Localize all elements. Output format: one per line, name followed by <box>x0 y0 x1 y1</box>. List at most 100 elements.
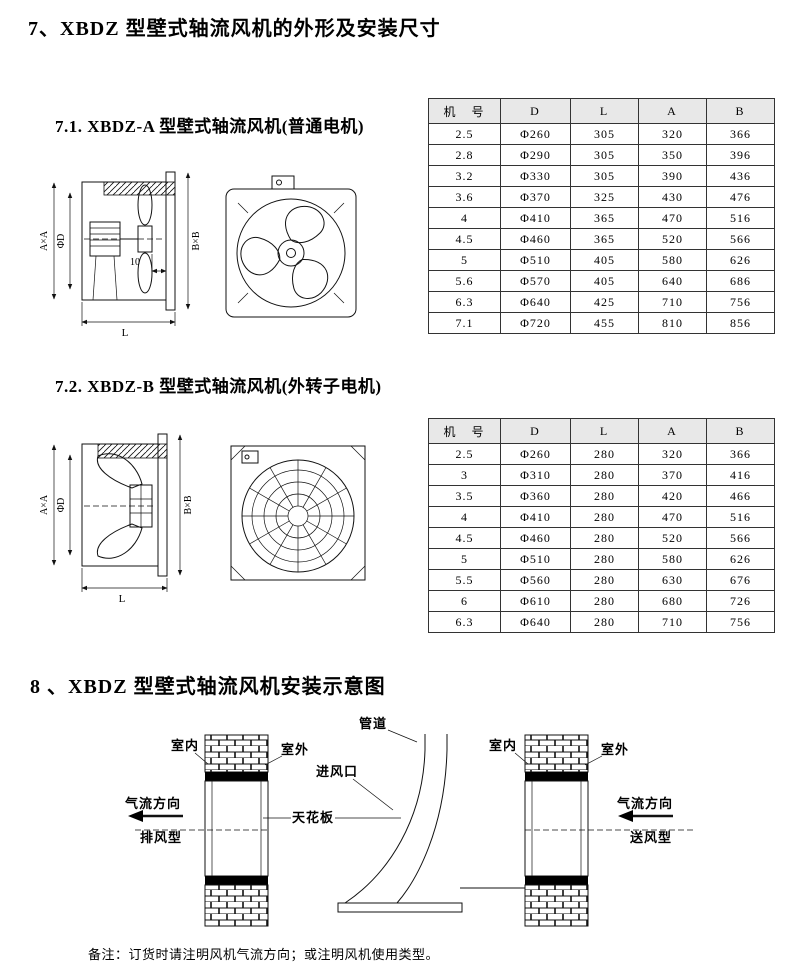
table-cell: Φ720 <box>500 312 571 334</box>
table-cell: 810 <box>638 312 707 334</box>
column-header: A <box>638 98 707 124</box>
column-header: L <box>570 418 639 444</box>
dimension-a-x-a: A×A <box>39 182 57 300</box>
table-cell: 366 <box>706 123 775 145</box>
table-cell: 676 <box>706 569 775 591</box>
outdoor-label-right: 室外 <box>601 742 629 757</box>
section-7-1-title: 7.1. XBDZ-A 型壁式轴流风机(普通电机) <box>55 117 365 136</box>
table-cell: 280 <box>570 506 639 528</box>
duct-label: 管道 <box>359 716 387 731</box>
table-cell: 756 <box>706 291 775 313</box>
table-cell: 756 <box>706 611 775 633</box>
table-cell: Φ510 <box>500 548 571 570</box>
indoor-label-right: 室内 <box>489 738 517 753</box>
table-cell: 305 <box>570 144 639 166</box>
dim-label-10: 10 <box>130 257 140 268</box>
airflow-arrow-left <box>128 810 183 822</box>
table-cell: 390 <box>638 165 707 187</box>
column-header: B <box>706 98 775 124</box>
airflow-label-left: 气流方向 <box>125 796 181 811</box>
dim-label-l: L <box>119 593 126 605</box>
table-cell: 466 <box>706 485 775 507</box>
column-header: B <box>706 418 775 444</box>
table-cell: Φ640 <box>500 611 571 633</box>
table-cell: 405 <box>570 249 639 271</box>
column-header: D <box>500 98 571 124</box>
table-cell: 280 <box>570 611 639 633</box>
table-cell: 320 <box>638 123 707 145</box>
table-cell: Φ460 <box>500 228 571 250</box>
table-cell: 5.6 <box>428 270 501 292</box>
column-header: D <box>500 418 571 444</box>
table-cell: 2.8 <box>428 144 501 166</box>
table-cell: 710 <box>638 611 707 633</box>
dim-label-axa: A×A <box>39 494 50 515</box>
installation-diagram: 室内 室外 气流方向 排风型 管道 进风口 天花板 <box>125 716 695 927</box>
table-cell: 305 <box>570 165 639 187</box>
table-cell: 6 <box>428 590 501 612</box>
table-cell: 370 <box>638 464 707 486</box>
table-cell: 280 <box>570 443 639 465</box>
table-cell: 280 <box>570 569 639 591</box>
table-cell: Φ560 <box>500 569 571 591</box>
table-cell: 365 <box>570 228 639 250</box>
column-header: A <box>638 418 707 444</box>
table-cell: 5 <box>428 249 501 271</box>
dim-label-bxb: B×B <box>183 495 194 514</box>
front-view-drawing-a <box>225 175 357 318</box>
table-cell: 686 <box>706 270 775 292</box>
impeller <box>84 184 164 294</box>
fan-frame <box>230 445 366 581</box>
table-cell: Φ330 <box>500 165 571 187</box>
dim-label-l: L <box>122 327 129 339</box>
table-cell: Φ410 <box>500 207 571 229</box>
table-cell: Φ290 <box>500 144 571 166</box>
dim-label-phid: ΦD <box>56 498 67 513</box>
table-cell: 3.5 <box>428 485 501 507</box>
ceiling-label: 天花板 <box>292 810 334 825</box>
table-cell: 280 <box>570 464 639 486</box>
side-view-drawing-a: A×A ΦD <box>39 171 202 339</box>
table-cell: 4.5 <box>428 228 501 250</box>
table-cell: 320 <box>638 443 707 465</box>
table-cell: 396 <box>706 144 775 166</box>
airflow-arrow-right <box>618 810 673 822</box>
exhaust-fan-assembly <box>135 734 269 927</box>
dimension-length: L <box>81 302 176 339</box>
propeller <box>236 198 346 308</box>
table-cell: 325 <box>570 186 639 208</box>
dimension-a-x-a: A×A <box>39 444 57 566</box>
table-cell: 350 <box>638 144 707 166</box>
column-header: L <box>570 98 639 124</box>
table-cell: 2.5 <box>428 443 501 465</box>
grille <box>241 459 355 573</box>
dim-label-phid: ΦD <box>56 234 67 249</box>
table-cell: Φ310 <box>500 464 571 486</box>
table-cell: 640 <box>638 270 707 292</box>
table-cell: Φ460 <box>500 527 571 549</box>
dimension-b-x-b: B×B <box>185 172 202 310</box>
table-cell: 580 <box>638 548 707 570</box>
fan-body-outline <box>81 171 176 311</box>
table-cell: 680 <box>638 590 707 612</box>
table-cell: Φ610 <box>500 590 571 612</box>
fan-frame <box>225 175 357 318</box>
front-view-drawing-b <box>230 445 366 581</box>
table-cell: 455 <box>570 312 639 334</box>
table-cell: 4 <box>428 207 501 229</box>
table-cell: 6.3 <box>428 291 501 313</box>
table-cell: 280 <box>570 590 639 612</box>
table-cell: Φ570 <box>500 270 571 292</box>
fan-body-outline <box>81 433 168 577</box>
dimension-length: L <box>81 568 168 605</box>
